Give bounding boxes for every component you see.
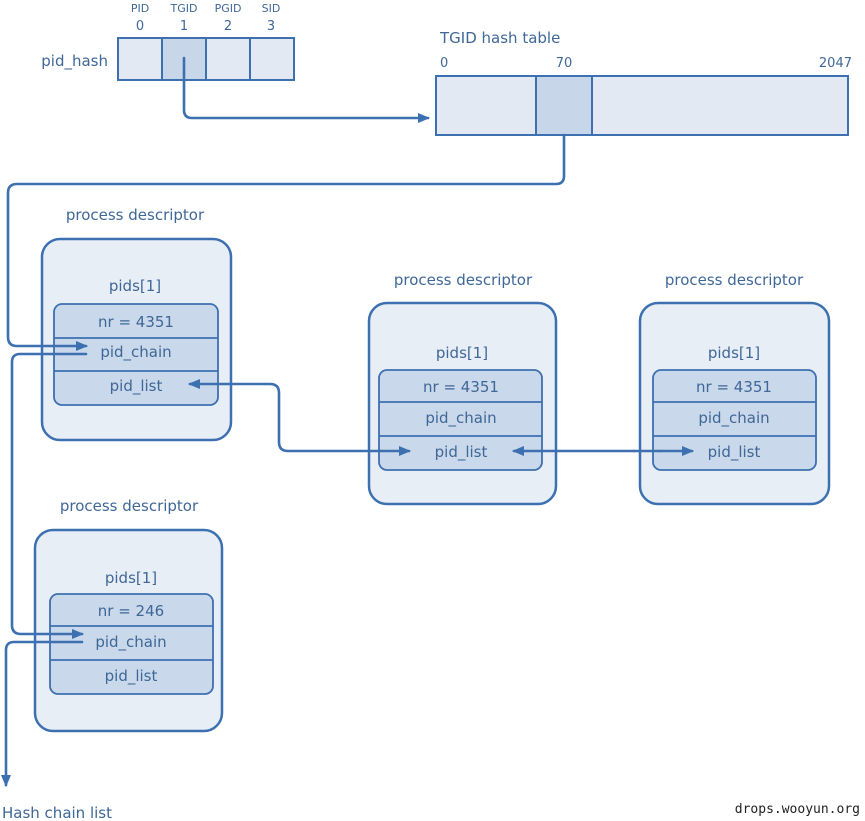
process-descriptor: process descriptor pids[1] nr = 4351 pid… — [638, 271, 831, 506]
pid-hash-column-name: SID — [262, 2, 281, 15]
hash-chain-down-arrow — [1, 640, 84, 787]
tgid-table-body — [435, 75, 849, 136]
pid-list-link-arrow — [188, 379, 411, 456]
process-descriptor: process descriptor pids[1] nr = 4351 pid… — [367, 271, 558, 506]
tgid-table-index-end: 2047 — [819, 56, 852, 71]
pid-list-field: pid_list — [110, 377, 163, 396]
pid-hash-column-name: PID — [131, 2, 149, 15]
pid-hash-column-index: 2 — [224, 19, 232, 34]
pid-list-field: pid_list — [708, 443, 761, 462]
pid-list-field: pid_list — [105, 667, 158, 686]
process-descriptor-title: process descriptor — [60, 497, 199, 515]
watermark: drops.wooyun.org — [735, 802, 860, 817]
pid-chain-field: pid_chain — [100, 343, 171, 362]
pid-hash-column-name: TGID — [170, 2, 198, 15]
pid-hash-column-index: 3 — [267, 19, 275, 34]
process-descriptor-title: process descriptor — [394, 271, 533, 289]
pid-hash-label: pid_hash — [41, 52, 108, 71]
nr-field: nr = 4351 — [98, 313, 174, 331]
pid-hash-cell — [117, 37, 163, 81]
pids-label: pids[1] — [708, 344, 760, 362]
tgid-hash-table: TGID hash table 0 70 2047 — [435, 29, 852, 136]
pids-label: pids[1] — [436, 344, 488, 362]
pid-hash-column-index: 1 — [180, 19, 188, 34]
hash-slot-to-chain-arrow — [6, 133, 566, 351]
nr-field: nr = 4351 — [696, 378, 772, 396]
tgid-table-title: TGID hash table — [439, 29, 560, 47]
nr-field: nr = 4351 — [423, 378, 499, 396]
pid-list-field: pid_list — [435, 443, 488, 462]
pids-label: pids[1] — [109, 277, 161, 295]
nr-field: nr = 246 — [98, 602, 164, 620]
pid-chain-field: pid_chain — [698, 409, 769, 428]
hash-chain-list-label: Hash chain list — [2, 804, 112, 821]
pid-hash-cell — [249, 37, 295, 81]
tgid-table-slot-70 — [535, 75, 593, 136]
pid-chain-link-arrow — [10, 352, 88, 639]
pid-hash-column-name: PGID — [215, 2, 242, 15]
pid-hash-column-index: 0 — [136, 19, 144, 34]
pids-label: pids[1] — [105, 569, 157, 587]
process-descriptor-title: process descriptor — [66, 206, 205, 224]
process-descriptor: process descriptor pids[1] nr = 4351 pid… — [40, 206, 233, 442]
pid-chain-field: pid_chain — [95, 633, 166, 652]
tgid-table-index-mid: 70 — [556, 56, 573, 71]
process-descriptor-title: process descriptor — [665, 271, 804, 289]
process-descriptor: process descriptor pids[1] nr = 246 pid_… — [33, 497, 224, 733]
pid-chain-field: pid_chain — [425, 409, 496, 428]
tgid-slot-arrow — [182, 56, 430, 123]
pid-struct — [49, 593, 214, 695]
pid-struct — [652, 369, 817, 471]
pid-hash-array: pid_hash PID 0 TGID 1 PGID 2 SID 3 — [41, 2, 295, 81]
pid-hash-cell — [205, 37, 251, 81]
tgid-table-index-start: 0 — [440, 56, 448, 71]
